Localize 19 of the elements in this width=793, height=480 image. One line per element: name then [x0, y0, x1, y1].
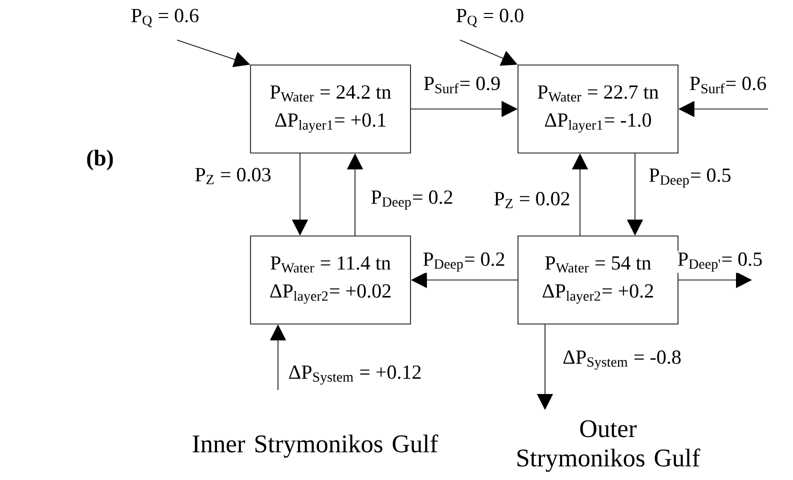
edge-label: P$_{Surf}$= 0.6	[688, 75, 768, 95]
edge-label: P$_{Surf}$= 0.9	[422, 75, 502, 95]
region-name: Inner Strymonikos Gulf	[192, 434, 438, 458]
edge-label: ΔP$_{System}$ = +0.12	[286, 364, 424, 386]
panel-letter: (b)	[87, 150, 113, 170]
region-name: Outer Strymonikos Gulf	[518, 420, 700, 472]
process-box: P$_{Water}$ = 11.4 tn ΔP$_{layer2}$= +0.02	[250, 236, 411, 324]
edge-label: P$_{Q}$ = 0.6	[130, 7, 200, 29]
edge-label: P$_{Q}$ = 0.0	[454, 7, 526, 29]
process-box: P$_{Water}$ = 54 tn ΔP$_{layer2}$= +0.2	[518, 236, 678, 324]
edge-label: ΔP$_{System}$ = -0.8	[561, 349, 683, 371]
edge-label: P$_{Z}$ = 0.03	[193, 166, 273, 186]
process-box: P$_{Water}$ = 22.7 tn ΔP$_{layer1}$= -1.0	[518, 64, 678, 154]
process-box: P$_{Water}$ = 24.2 tn ΔP$_{layer1}$= +0.1	[250, 64, 411, 154]
edge-label: P$_{Deep}$= 0.2	[421, 251, 507, 273]
edge-label: P$_{Deep'}$= 0.5	[676, 251, 764, 273]
edge-label: P$_{Deep}$= 0.5	[647, 167, 733, 189]
edge-label: P$_{Z}$ = 0.02	[492, 190, 572, 210]
edge-label: P$_{Deep}$= 0.2	[369, 189, 455, 211]
